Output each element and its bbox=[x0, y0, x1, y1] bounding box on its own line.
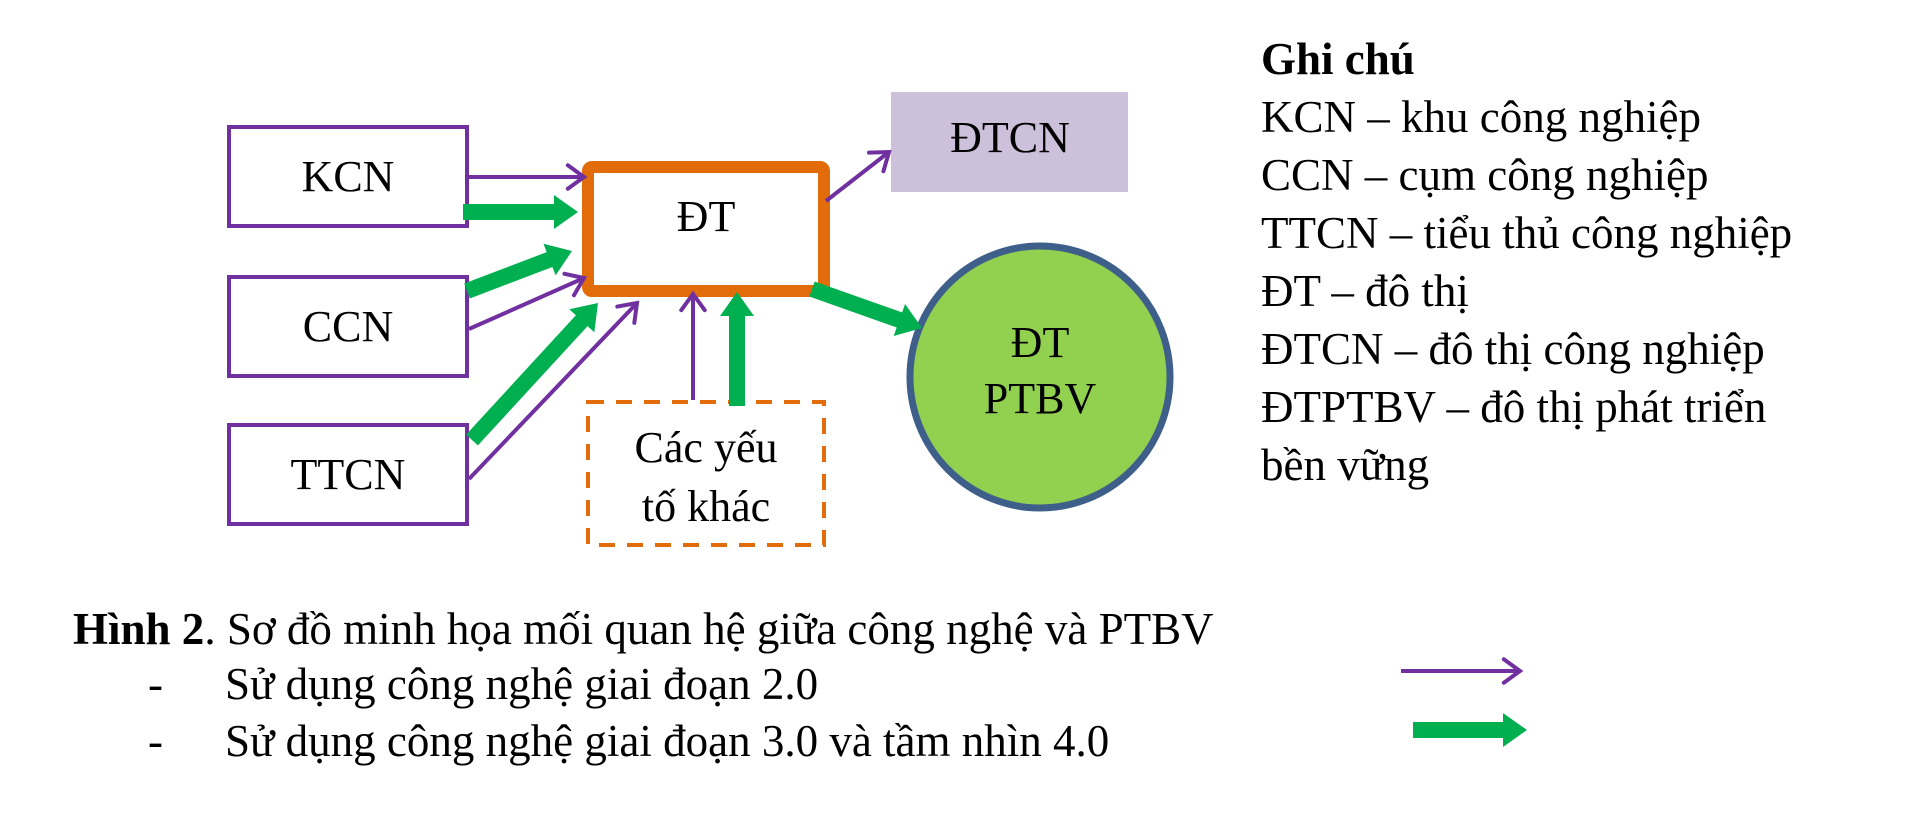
node-other-factors: Các yếu tố khác bbox=[586, 400, 826, 547]
legend-item: ĐTCN – đô thị công nghiệp bbox=[1261, 324, 1765, 374]
legend-item: bền vững bbox=[1261, 440, 1430, 490]
legend-item: ĐT – đô thị bbox=[1261, 266, 1469, 316]
arrow-other-dt-stage3 bbox=[720, 292, 754, 406]
node-other-label-2: tố khác bbox=[642, 482, 770, 531]
figure-caption: Hình 2. Sơ đồ minh họa mối quan hệ giữa … bbox=[73, 600, 1214, 658]
node-ttcn: TTCN bbox=[227, 423, 469, 526]
node-dt-label: ĐT bbox=[677, 192, 736, 241]
bullet-dash: - bbox=[148, 659, 163, 709]
bullet-text: Sử dụng công nghệ giai đoạn 3.0 và tầm n… bbox=[225, 716, 1110, 766]
figure-label: Hình 2 bbox=[73, 604, 205, 654]
node-ccn: CCN bbox=[227, 275, 469, 378]
bullet-text: Sử dụng công nghệ giai đoạn 2.0 bbox=[225, 659, 819, 709]
node-ttcn-label: TTCN bbox=[291, 450, 406, 499]
arrow-ttcn-dt-stage3 bbox=[466, 303, 598, 446]
legend-arrows bbox=[1401, 657, 1527, 747]
node-kcn: KCN bbox=[227, 125, 469, 228]
arrow-other-dt-stage2 bbox=[679, 290, 707, 400]
node-dt-ptbv-label-1: ĐT bbox=[1011, 318, 1070, 367]
node-other-label-1: Các yếu bbox=[635, 423, 778, 472]
legend-title: Ghi chú bbox=[1261, 34, 1415, 84]
node-kcn-label: KCN bbox=[302, 152, 395, 201]
node-ccn-label: CCN bbox=[303, 302, 393, 351]
node-dtcn: ĐTCN bbox=[891, 92, 1128, 192]
arrow-ttcn-dt-stage2 bbox=[467, 300, 640, 481]
arrow-dt-ptbv-stage3 bbox=[809, 281, 922, 336]
arrows-layer bbox=[463, 149, 922, 481]
legend-item: ĐTPTBV – đô thị phát triển bbox=[1261, 382, 1767, 432]
legend-thick-green-arrow bbox=[1413, 713, 1527, 747]
legend: Ghi chú KCN – khu công nghiệp CCN – cụm … bbox=[1261, 30, 1792, 494]
bullet-dash: - bbox=[148, 716, 163, 766]
legend-item: CCN – cụm công nghiệp bbox=[1261, 150, 1709, 200]
node-dt-ptbv-label-2: PTBV bbox=[984, 374, 1097, 423]
node-dt: ĐT bbox=[582, 161, 830, 297]
figure-caption-text: . Sơ đồ minh họa mối quan hệ giữa công n… bbox=[204, 604, 1214, 654]
arrow-kcn-dt-stage2 bbox=[469, 163, 588, 191]
legend-item: TTCN – tiểu thủ công nghiệp bbox=[1261, 208, 1793, 258]
arrow-ccn-dt-stage2 bbox=[468, 271, 588, 331]
node-dt-ptbv: ĐT PTBV bbox=[906, 242, 1174, 512]
node-dtcn-label: ĐTCN bbox=[950, 113, 1070, 162]
arrow-ccn-dt-stage3 bbox=[464, 243, 572, 299]
legend-thin-purple-arrow bbox=[1401, 657, 1524, 685]
arrow-dt-dtcn-stage2 bbox=[824, 149, 892, 203]
arrow-kcn-dt-stage3 bbox=[463, 195, 578, 229]
legend-item: KCN – khu công nghiệp bbox=[1261, 92, 1701, 142]
